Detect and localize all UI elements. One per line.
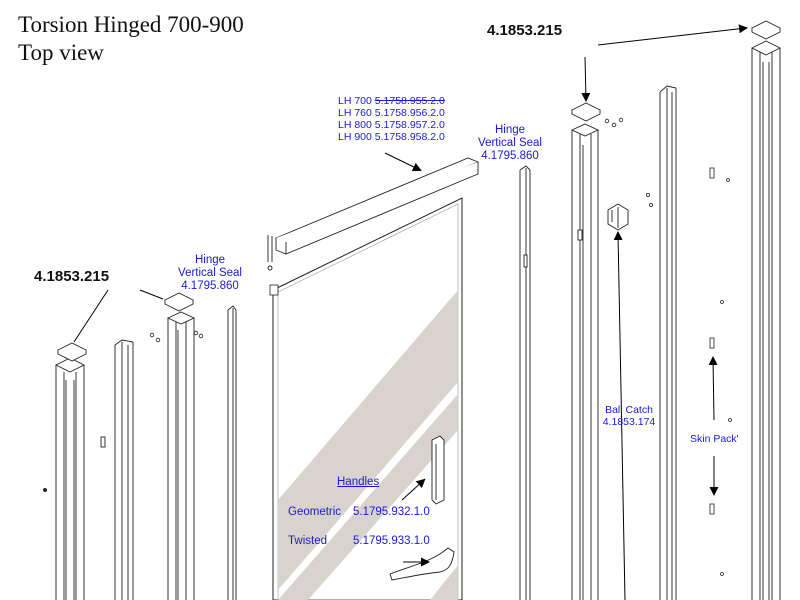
hinge-seal-right-label: Hinge Vertical Seal 4.1795.860 [471, 124, 549, 164]
skin-pack-pieces [709, 167, 732, 576]
lh-row: LH 760 5.1758.956.2.0 [338, 107, 445, 119]
end-cap-top-piece [750, 20, 782, 40]
right-hinge-seal [519, 165, 531, 600]
right-channel-profile [659, 85, 677, 600]
left-channel-profile [100, 339, 134, 600]
diagram-title: Torsion Hinged 700-900 [18, 12, 244, 37]
lh-size: LH 760 [338, 107, 372, 120]
left-seal-channel [166, 311, 196, 600]
lh-size: LH 900 [338, 131, 372, 144]
lh-code: 5.1758.956.2.0 [374, 107, 445, 120]
lh-size-list: LH 700 5.1758.955.2.0 LH 760 5.1758.956.… [338, 95, 445, 143]
left-hinge-seal [227, 305, 237, 600]
ball-catch-label: Ball Catch 4.1853.174 [596, 404, 662, 428]
lh-size: LH 800 [338, 119, 372, 132]
lh-row: LH 700 5.1758.955.2.0 [338, 95, 445, 107]
ball-catch-line1: Ball Catch [605, 404, 653, 416]
left-wall-profile [43, 357, 86, 600]
lh-row: LH 900 5.1758.958.2.0 [338, 131, 445, 143]
right-screws [604, 117, 654, 207]
twisted-handle-code: 5.1795.933.1.0 [353, 535, 430, 547]
skin-pack-label: Skin Pack' [690, 433, 739, 445]
geometric-handle-name: Geometric [288, 506, 342, 518]
geometric-handle [431, 435, 445, 505]
end-cap-top-label: 4.1853.215 [487, 22, 563, 39]
hinge-seal-right-line2: Vertical Seal [478, 137, 542, 150]
end-cap-left-label: 4.1853.215 [34, 268, 110, 285]
leader-lines [73, 24, 748, 600]
left-screws [149, 330, 204, 343]
lh-row: LH 800 5.1758.957.2.0 [338, 119, 445, 131]
hinge-rail [267, 157, 480, 271]
hinge-seal-left-line2: Vertical Seal [178, 267, 242, 280]
end-cap-mid-piece [163, 292, 195, 312]
lh-code: 5.1758.955.2.0 [374, 95, 445, 107]
geometric-handle-code: 5.1795.932.1.0 [353, 506, 430, 518]
right-wall-profile [750, 40, 782, 600]
ball-catch-piece [607, 203, 629, 231]
glass-door [269, 197, 463, 600]
right-seal-channel [570, 123, 600, 600]
lh-code: 5.1758.958.2.0 [374, 131, 445, 144]
end-cap-left-piece [56, 342, 88, 362]
hinge-seal-right-line1: Hinge [494, 124, 526, 136]
hinge-seal-left-label: Hinge Vertical Seal 4.1795.860 [170, 254, 250, 294]
lh-code: 5.1758.957.2.0 [374, 119, 445, 132]
twisted-handle-name: Twisted [288, 535, 327, 547]
end-cap-right-piece [570, 102, 602, 122]
hinge-seal-right-code: 4.1795.860 [481, 150, 539, 163]
diagram-subtitle: Top view [18, 40, 104, 65]
hinge-seal-left-line1: Hinge [194, 254, 226, 266]
hinge-seal-left-code: 4.1795.860 [181, 280, 239, 293]
ball-catch-line2: 4.1853.174 [602, 416, 656, 429]
handles-heading: Handles [337, 476, 380, 488]
lh-size: LH 700 [338, 95, 372, 107]
